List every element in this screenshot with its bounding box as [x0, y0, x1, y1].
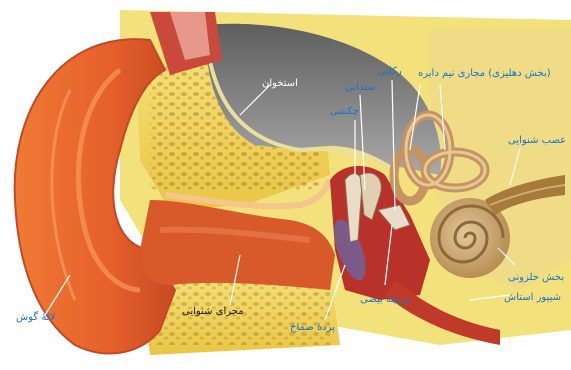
label-oval-window: دریچه بیضی	[360, 294, 410, 306]
label-bone: استخوان	[262, 78, 298, 90]
label-ear-canal: مجرای شنوایی	[182, 306, 244, 318]
label-auditory-nerve: عصب شنوایی	[508, 135, 566, 147]
label-stirrup: رکابی	[378, 66, 402, 78]
label-semicircular: (بخش دهلیزی) مجاری نیم دایره	[418, 68, 551, 80]
label-eustachian: شیپور استاش	[504, 292, 561, 304]
label-pinna: لالهٔ گوش	[16, 312, 55, 324]
label-eardrum: پردهٔ صماخ	[290, 322, 335, 334]
label-anvil: سندانی	[345, 82, 376, 94]
label-hammer: چکشی	[330, 106, 359, 118]
label-cochlea: بخش حلزونی	[508, 272, 564, 284]
